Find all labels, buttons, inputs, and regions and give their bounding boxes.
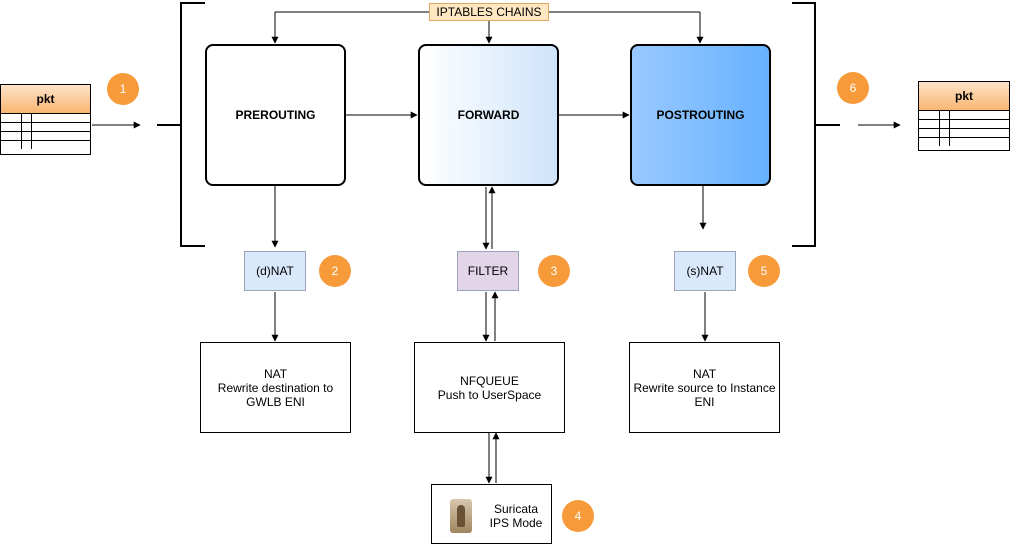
snat-table: (s)NAT [674,251,736,291]
packet-row [1,132,90,141]
packet-row [919,120,1009,129]
dnat-action-line: Rewrite destination to [217,380,334,395]
packet-row [919,138,1009,146]
suricata-label: Suricata IPS Mode [482,502,550,530]
packet-in-header: pkt [1,85,90,114]
step-badge-5: 5 [748,255,780,287]
snat-action-title: NAT [692,366,717,381]
snat-action-line: ENI [694,394,715,409]
dnat-action-line: GWLB ENI [246,394,305,409]
packet-row [919,111,1009,120]
snat-action-box: NAT Rewrite source to Instance ENI [629,342,780,433]
postrouting-chain: POSTROUTING [630,44,771,186]
packet-row [1,123,90,132]
packet-in-table: pkt [0,84,91,155]
suricata-mode: IPS Mode [489,516,543,530]
packet-out-table: pkt [918,81,1010,151]
forward-chain: FORWARD [418,44,559,186]
suricata-box: Suricata IPS Mode [431,484,552,544]
iptables-chains-label: IPTABLES CHAINS [429,3,549,21]
left-bracket [157,2,205,247]
prerouting-chain: PREROUTING [205,44,346,186]
nfqueue-action-title: NFQUEUE [460,373,519,388]
filter-table: FILTER [457,251,519,291]
step-badge-3: 3 [538,255,570,287]
packet-row [1,141,90,149]
suricata-title: Suricata [493,502,539,516]
step-badge-2: 2 [319,255,351,287]
nfqueue-action-box: NFQUEUE Push to UserSpace [414,342,565,433]
packet-row [1,114,90,123]
dnat-table: (d)NAT [244,251,306,291]
step-badge-1: 1 [107,73,139,105]
snat-action-line: Rewrite source to Instance [633,380,776,395]
step-badge-6: 6 [837,72,869,104]
right-bracket [792,2,840,247]
meerkat-icon [450,499,472,533]
step-badge-4: 4 [562,500,594,532]
dnat-action-title: NAT [263,366,288,381]
dnat-action-box: NAT Rewrite destination to GWLB ENI [200,342,351,433]
packet-out-header: pkt [919,82,1009,111]
packet-row [919,129,1009,138]
nfqueue-action-line: Push to UserSpace [437,387,542,402]
